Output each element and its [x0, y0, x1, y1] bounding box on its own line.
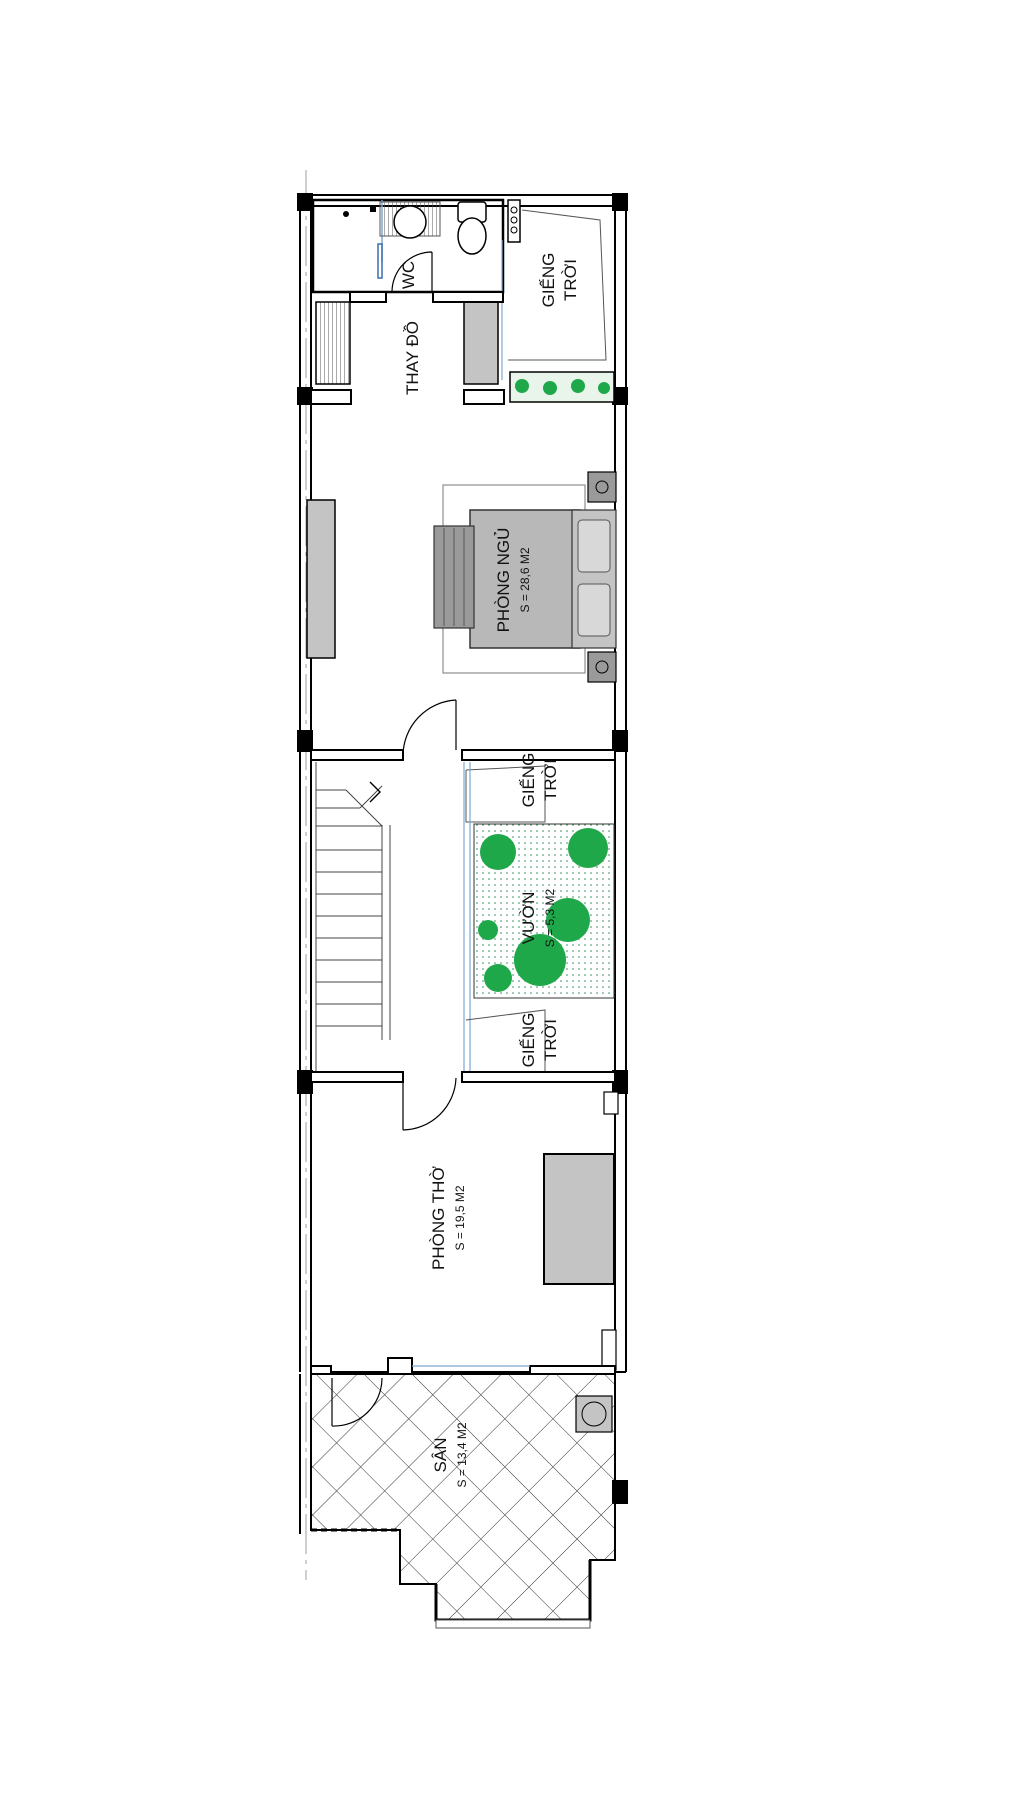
plant-icon: [480, 834, 516, 870]
yard: [299, 1373, 616, 1629]
svg-text:VƯỜN: VƯỜN: [519, 892, 538, 945]
plant-pot-icon: [575, 1395, 613, 1433]
svg-text:GIẾNG: GIẾNG: [539, 253, 558, 308]
toilet-icon: [457, 217, 487, 255]
plant-icon: [546, 898, 590, 942]
planter-strip: [509, 371, 615, 403]
plant-icon: [568, 828, 608, 868]
plant-icon: [478, 920, 498, 940]
svg-text:TRỜI: TRỜI: [541, 1019, 560, 1061]
tv-cabinet: [306, 499, 336, 659]
wall-bedroom-corridor: [310, 749, 616, 761]
worship-door-swing: [402, 1077, 457, 1131]
wc-room: [311, 198, 521, 294]
room-label-gieng-troi-3: GIẾNG TRỜI: [519, 1013, 560, 1068]
room-label-phong-tho: PHÒNG THỜ S = 19,5 M2: [429, 1166, 467, 1270]
plant-icon: [514, 934, 566, 986]
svg-text:TRỜI: TRỜI: [541, 759, 560, 801]
shower-icon: [343, 211, 349, 217]
svg-text:S = 19,5 M2: S = 19,5 M2: [453, 1185, 467, 1250]
skylight-2: [463, 762, 546, 1072]
svg-text:PHÒNG THỜ: PHÒNG THỜ: [429, 1166, 448, 1270]
gate-door-swing: [331, 1377, 383, 1427]
worship-room: [543, 1091, 619, 1371]
bedroom: [306, 471, 617, 683]
svg-text:TRỜI: TRỜI: [561, 259, 580, 301]
nightstand-icon: [587, 651, 617, 683]
svg-text:GIẾNG: GIẾNG: [519, 1013, 538, 1068]
room-label-wc: WC: [399, 261, 418, 289]
wc-door-swing: [391, 251, 433, 293]
room-label-gieng-troi-2: GIẾNG TRỜI: [519, 753, 560, 808]
nightstand-icon: [587, 471, 617, 503]
wall-corridor-worship: [310, 1071, 616, 1083]
svg-text:S = 13,4 M2: S = 13,4 M2: [455, 1422, 469, 1487]
svg-text:S = 5,3 M2: S = 5,3 M2: [543, 888, 557, 947]
room-label-phong-ngu: PHÒNG NGỦ S = 28,6 M2: [494, 528, 532, 633]
skylight-1: [501, 209, 607, 380]
bed-icon: [469, 509, 581, 649]
bedroom-door-swing: [402, 699, 457, 757]
svg-text:S = 28,6 M2: S = 28,6 M2: [518, 547, 532, 612]
svg-text:GIẾNG: GIẾNG: [519, 753, 538, 808]
garden: [473, 823, 615, 999]
dressing-room: [315, 291, 504, 385]
svg-text:PHÒNG NGỦ: PHÒNG NGỦ: [494, 528, 513, 633]
stairs-arrow-icon: [369, 781, 381, 803]
structural-columns: [297, 193, 628, 1504]
svg-text:SÂN: SÂN: [431, 1438, 450, 1473]
room-label-san: SÂN S = 13,4 M2: [431, 1422, 469, 1487]
washbasin-icon: [393, 205, 427, 239]
wall-dressing-bedroom: [310, 389, 505, 405]
room-label-vuon: VƯỜN S = 5,3 M2: [519, 888, 557, 947]
plant-icon: [484, 964, 512, 992]
altar-table: [543, 1153, 615, 1285]
room-label-gieng-troi-1: GIẾNG TRỜI: [539, 253, 580, 308]
staircase: [315, 762, 391, 1072]
room-label-thay-do: THAY ĐỒ: [403, 321, 422, 395]
